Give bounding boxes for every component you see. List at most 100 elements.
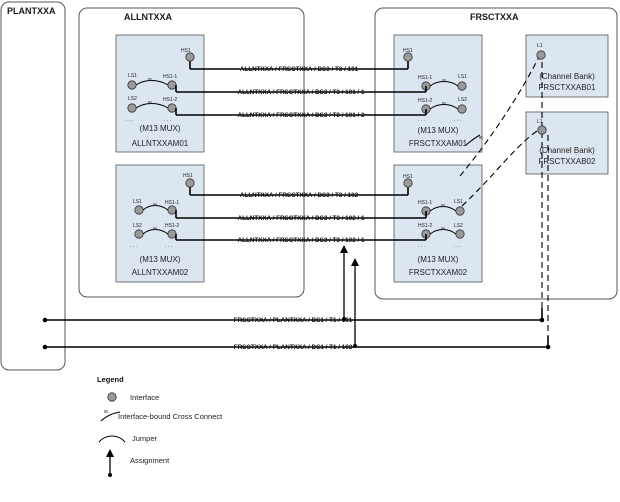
ib-label: IB — [153, 202, 157, 207]
site-allntxxa-title: ALLNTXXA — [124, 12, 172, 22]
interface-l1[interactable] — [537, 125, 547, 135]
port-label: LS1 — [133, 199, 142, 205]
circuit-label-c3: ALLNTXXA / FRSCTXXA / DS3 / T3 / 101 / 2 — [238, 112, 365, 119]
ib-label: IB — [441, 226, 445, 231]
port-label: HS1-1 — [165, 200, 179, 206]
device-type: (M13 MUX) — [140, 124, 181, 133]
interface-ls2[interactable] — [127, 103, 137, 113]
endpoint-dot — [545, 344, 551, 350]
circuit-label-c7: FRSCTXXA / PLANTXXA / DS1 / T1 / 101 — [234, 317, 353, 324]
port-label: LS1 — [128, 73, 137, 79]
cross-connect — [429, 81, 459, 87]
circuit-label-c6: ALLNTXXA / FRSCTXXA / DS3 / T3 / 102 / 1 — [238, 237, 365, 244]
legend: Legend Interface IB Interface-bound Cros… — [97, 375, 223, 477]
port-label: HS1-1 — [163, 74, 177, 80]
jumper-line — [461, 127, 543, 207]
site-plantxxa: PLANTXXA — [0, 1, 66, 371]
legend-jumper-icon — [98, 435, 126, 443]
legend-cross-connect-icon — [100, 411, 121, 422]
interfaces-frsctxxam01: HS1 HS1-1 LS1 IB HS1-2 LS2 IB . . . . . … — [403, 48, 483, 146]
device-frsctxxab01[interactable]: (Channel Bank) FRSCTXXAB01 — [525, 34, 609, 98]
port-label: HS1-2 — [418, 223, 432, 229]
interfaces-frsctxxab01: L1 — [536, 43, 546, 60]
cross-connect — [135, 103, 169, 109]
device-name: FRSCTXXAM02 — [409, 268, 468, 277]
jumper-line — [459, 52, 542, 177]
interface-l1[interactable] — [536, 50, 546, 60]
device-name: FRSCTXXAM01 — [409, 139, 468, 148]
circuit-label-c4: ALLNTXXA / FRSCTXXA / DS3 / T3 / 102 — [240, 192, 359, 199]
dots: . . . — [454, 243, 461, 249]
interface-ls1[interactable] — [457, 81, 467, 91]
legend-interface-label: Interface — [130, 393, 159, 402]
port-label: HS1-2 — [165, 223, 179, 229]
interface-hs1[interactable] — [185, 52, 195, 62]
port-label: HS1-2 — [163, 97, 177, 103]
interfaces-frsctxxam02: HS1 HS1-1 LS1 IB HS1-2 LS2 IB . . . . . … — [403, 174, 465, 249]
port-label: LS2 — [458, 97, 467, 103]
interface-ls1[interactable] — [134, 205, 144, 215]
cross-connect — [142, 229, 169, 235]
device-type: (Channel Bank) — [539, 72, 595, 81]
interfaces-allntxxam02: HS1 LS1 HS1-1 IB LS2 HS1-2 IB . . . . . … — [130, 173, 195, 249]
port-label: HS1 — [403, 48, 413, 54]
port-label: HS1-2 — [418, 98, 432, 104]
port-label: LS2 — [454, 223, 463, 229]
cross-connect — [142, 205, 169, 211]
interface-hs1-1[interactable] — [167, 205, 177, 215]
interfaces-allntxxam01: HS1 LS1 HS1-1 IB LS2 HS1-2 IB . . . . . … — [126, 48, 195, 123]
port-label: LS2 — [133, 223, 142, 229]
interface-hs1[interactable] — [185, 178, 195, 188]
port-label: LS1 — [458, 74, 467, 80]
dots: . . . — [164, 117, 171, 123]
device-name: FRSCTXXAB01 — [539, 83, 596, 92]
interfaces-frsctxxab02: L1 — [537, 119, 547, 135]
cross-connect — [135, 80, 169, 86]
device-type: (M13 MUX) — [418, 255, 459, 264]
port-label: HS1 — [181, 48, 191, 54]
port-label: L1 — [537, 43, 543, 49]
ib-label: IB — [479, 135, 483, 140]
endpoint-dot — [42, 344, 48, 350]
interface-ls1[interactable] — [127, 80, 137, 90]
cross-connect — [429, 206, 457, 212]
assignment-arrow — [340, 245, 348, 321]
interface-hs1[interactable] — [403, 178, 413, 188]
circuit-label-c2: ALLNTXXA / FRSCTXXA / DS3 / T3 / 101 / 1 — [238, 89, 365, 96]
port-label: HS1 — [403, 174, 413, 180]
legend-assignment-arrowhead — [106, 449, 114, 457]
cross-connect — [429, 104, 459, 110]
legend-assignment-label: Assignment — [130, 456, 170, 465]
interface-hs1-2[interactable] — [167, 229, 177, 239]
cross-connect — [465, 134, 481, 146]
interface-ls2[interactable] — [134, 229, 144, 239]
device-frsctxxab02[interactable]: (Channel Bank) FRSCTXXAB02 — [525, 111, 609, 175]
port-label: LS1 — [454, 199, 463, 205]
interface-ls2[interactable] — [455, 229, 465, 239]
assignment-arrow — [351, 258, 359, 348]
legend-cross-connect-label: Interface-bound Cross Connect — [118, 412, 223, 421]
ib-label: IB — [442, 101, 446, 106]
port-label: HS1 — [183, 173, 193, 179]
port-label: HS1-1 — [418, 75, 432, 81]
ib-label: IB — [104, 409, 108, 414]
ib-label: IB — [442, 78, 446, 83]
dots: . . . — [418, 243, 425, 249]
interface-hs1[interactable] — [403, 52, 413, 62]
legend-jumper-label: Jumper — [132, 434, 158, 443]
interface-hs1-1[interactable] — [167, 80, 177, 90]
device-type: (M13 MUX) — [140, 255, 181, 264]
device-name: FRSCTXXAB02 — [539, 157, 596, 166]
interface-ls2[interactable] — [457, 104, 467, 114]
legend-title: Legend — [97, 375, 124, 384]
interface-hs1-2[interactable] — [167, 103, 177, 113]
dots: . . . — [126, 117, 133, 123]
interface-ls1[interactable] — [455, 206, 465, 216]
site-frsctxxa-title: FRSCTXXA — [470, 12, 519, 22]
ib-label: IB — [148, 100, 152, 105]
ib-label: IB — [148, 77, 152, 82]
ib-label: IB — [153, 226, 157, 231]
ib-label: IB — [441, 203, 445, 208]
